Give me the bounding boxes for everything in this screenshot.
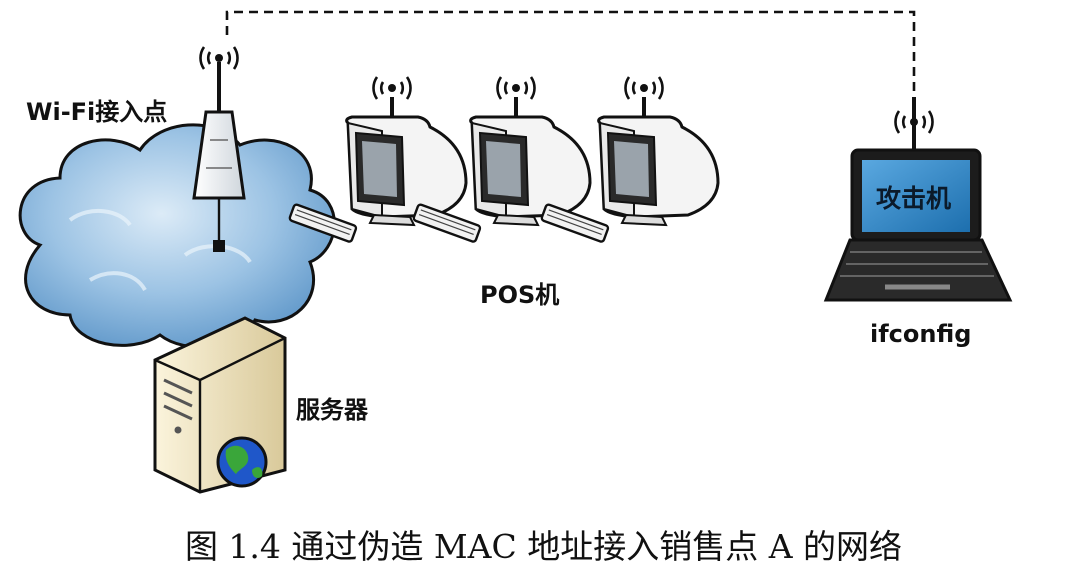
- wireless-link-dashed: [225, 10, 916, 97]
- wifi-signal-icon: [372, 75, 412, 101]
- wifi-signal-icon: [496, 75, 536, 101]
- wifi-signal-icon: [624, 75, 664, 101]
- attacker-command-label: ifconfig: [870, 320, 972, 348]
- laptop-icon: [823, 97, 1013, 302]
- figure-caption: 图 1.4 通过伪造 MAC 地址接入销售点 A 的网络: [184, 527, 903, 566]
- server-label: 服务器: [296, 396, 368, 424]
- attacker-screen-label: 攻击机: [876, 184, 952, 213]
- antenna-tower-icon: [192, 62, 246, 252]
- cloud-icon: [18, 123, 336, 349]
- globe-icon: [216, 436, 268, 488]
- access-point-label: Wi-Fi接入点: [26, 98, 168, 126]
- pos-label: POS机: [480, 281, 560, 309]
